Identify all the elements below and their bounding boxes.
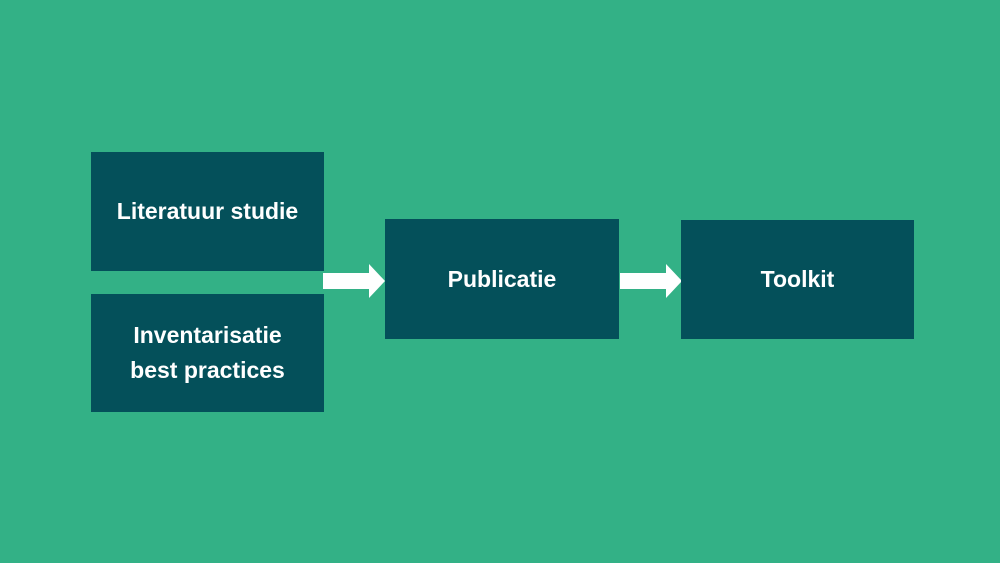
box-label-line-2: best practices [130, 357, 285, 383]
right-arrow-icon [620, 264, 682, 298]
box-label-line-1: Inventarisatie [133, 322, 282, 348]
box-toolkit: Toolkit [681, 220, 914, 339]
box-inventarisatie-best-practices: Inventarisatie best practices [91, 294, 324, 412]
box-literatuur-studie: Literatuur studie [91, 152, 324, 271]
box-label-group: Inventarisatie best practices [130, 318, 285, 388]
right-arrow-icon [323, 264, 385, 298]
box-publicatie: Publicatie [385, 219, 619, 339]
box-label: Publicatie [447, 265, 557, 292]
box-label: Toolkit [760, 266, 835, 292]
box-label: Literatuur studie [116, 198, 299, 224]
